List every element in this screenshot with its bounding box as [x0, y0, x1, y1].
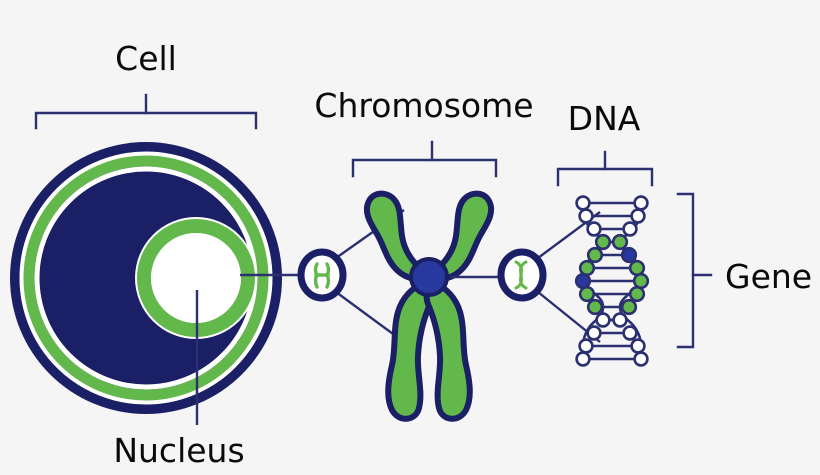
dna-node: [575, 195, 591, 211]
cell-group: [10, 142, 282, 414]
dna-node-gene: [620, 298, 638, 316]
dna-node-gene: [632, 272, 650, 290]
dna-node-gene: [586, 298, 604, 316]
dna-node: [612, 312, 628, 328]
dna-node: [595, 312, 611, 328]
dna-node: [622, 221, 638, 237]
dna-label: DNA: [568, 99, 641, 138]
dna-node-gene: [594, 233, 612, 251]
dna-node: [633, 195, 649, 211]
dna-node-gene: [578, 259, 596, 277]
dna-node: [578, 338, 594, 354]
dna-bracket: [556, 150, 654, 187]
dna-node: [630, 338, 646, 354]
dna-node-gene: [620, 246, 638, 264]
gene-label: Gene: [725, 257, 812, 296]
chromosome-icon: [363, 190, 495, 422]
cell-bracket: [34, 93, 258, 130]
dna-node-gene: [574, 272, 592, 290]
magnifier-dna-icon: [514, 260, 528, 290]
nucleus-label: Nucleus: [113, 431, 244, 470]
dna-node: [586, 221, 602, 237]
dna-nodes: [574, 195, 650, 367]
dna-node: [622, 325, 638, 341]
cell-membrane-green-ring: [23, 155, 269, 401]
dna-node: [575, 351, 591, 367]
dna-node: [633, 351, 649, 367]
chromosome-arm-upper-right: [431, 190, 495, 283]
magnifier-chromosome-icon: [313, 262, 331, 289]
magnifier-dna: [497, 211, 601, 343]
cell-label: Cell: [115, 39, 177, 78]
cell-membrane-gap-outer: [19, 151, 273, 405]
chromosome-group: [363, 190, 495, 422]
magnifier-chromosome: [297, 209, 405, 343]
dna-node: [578, 208, 594, 224]
dna-helix-icon: [574, 195, 650, 367]
chromosome-arm-lower-right: [423, 279, 473, 422]
gene-bracket: [676, 192, 713, 349]
chromosome-label: Chromosome: [314, 86, 533, 125]
dna-node-gene: [628, 285, 646, 303]
chromosome-bracket: [351, 140, 498, 178]
dna-node: [586, 325, 602, 341]
nucleoplasm: [151, 233, 241, 323]
chromosome-arm-upper-left: [363, 190, 427, 283]
dna-node-gene: [628, 259, 646, 277]
dna-node-gene: [578, 285, 596, 303]
centromere-icon: [409, 257, 449, 297]
dna-node-gene: [586, 246, 604, 264]
dna-node: [630, 208, 646, 224]
dna-node-gene: [611, 233, 629, 251]
